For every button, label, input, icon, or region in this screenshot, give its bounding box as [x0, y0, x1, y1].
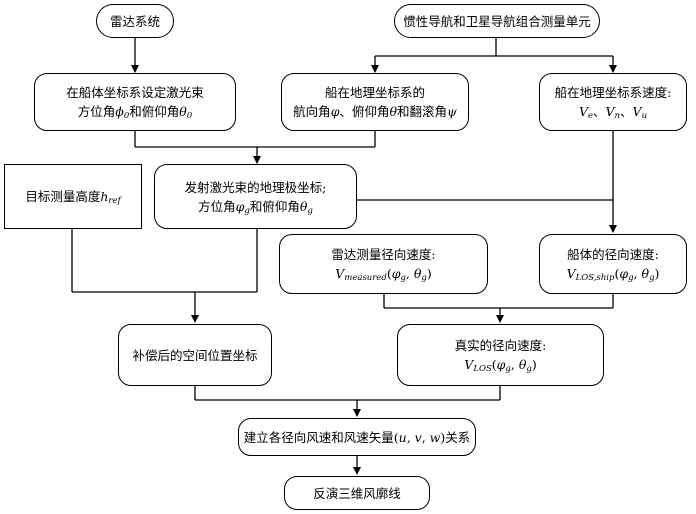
- node-relation-label: 建立各径向风速和风速矢量(u, v, w)关系: [243, 429, 471, 445]
- node-true-radial-line2: VLOS(φg, θg): [464, 357, 537, 374]
- node-geo-angles-line1: 船在地理坐标系的: [324, 85, 425, 100]
- node-radar-radial-line2: Vmeasured(φg, θg): [335, 266, 432, 283]
- node-ship-beam-line2: 方位角ϕ0和俯仰角θ0: [77, 104, 193, 121]
- node-compensated-position: 补偿后的空间位置坐标: [118, 324, 272, 386]
- node-ship-beam-line1: 在船体坐标系设定激光束: [66, 85, 204, 100]
- node-geo-angles-line2: 航向角φ、俯仰角θ和翻滚角ψ: [293, 104, 457, 119]
- node-ship-radial-velocity: 船体的径向速度: VLOS,ship(φg, θg): [539, 234, 687, 294]
- node-geo-velocity-line1: 船在地理坐标系速度:: [554, 85, 672, 100]
- node-radar-system-label: 雷达系统: [109, 13, 160, 29]
- node-ship-radial-line1: 船体的径向速度:: [567, 247, 659, 262]
- node-wind-vector-relation: 建立各径向风速和风速矢量(u, v, w)关系: [238, 418, 476, 456]
- node-geo-attitude-angles: 船在地理坐标系的 航向角φ、俯仰角θ和翻滚角ψ: [281, 73, 469, 131]
- node-beam-geo-polar: 发射激光束的地理极坐标; 方位角φg和俯仰角θg: [154, 164, 357, 229]
- node-compensated-label: 补偿后的空间位置坐标: [132, 347, 258, 363]
- node-target-height-label: 目标测量高度href: [25, 189, 121, 206]
- node-radar-radial-velocity: 雷达测量径向速度: Vmeasured(φg, θg): [279, 234, 488, 294]
- node-radar-system: 雷达系统: [96, 4, 174, 38]
- node-true-radial-velocity: 真实的径向速度: VLOS(φg, θg): [397, 324, 604, 386]
- node-radar-radial-line1: 雷达测量径向速度:: [331, 247, 436, 262]
- node-profile-label: 反演三维风廓线: [313, 485, 401, 501]
- node-geo-velocity-line2: Ve、Vn、Vu: [578, 104, 648, 121]
- node-beam-geo-line2: 方位角φg和俯仰角θg: [198, 198, 313, 216]
- node-ship-beam-setting: 在船体坐标系设定激光束 方位角ϕ0和俯仰角θ0: [34, 73, 236, 131]
- node-geo-velocity: 船在地理坐标系速度: Ve、Vn、Vu: [539, 73, 687, 131]
- node-target-height: 目标测量高度href: [4, 164, 142, 229]
- node-ship-radial-line2: VLOS,ship(φg, θg): [566, 266, 660, 283]
- node-ins-gnss-unit-label: 惯性导航和卫星导航组合测量单元: [403, 13, 591, 29]
- node-ins-gnss-unit: 惯性导航和卫星导航组合测量单元: [394, 4, 600, 38]
- node-true-radial-line1: 真实的径向速度:: [454, 338, 547, 353]
- node-wind-profile-inversion: 反演三维风廓线: [284, 476, 430, 510]
- node-beam-geo-line1: 发射激光束的地理极坐标;: [184, 179, 327, 195]
